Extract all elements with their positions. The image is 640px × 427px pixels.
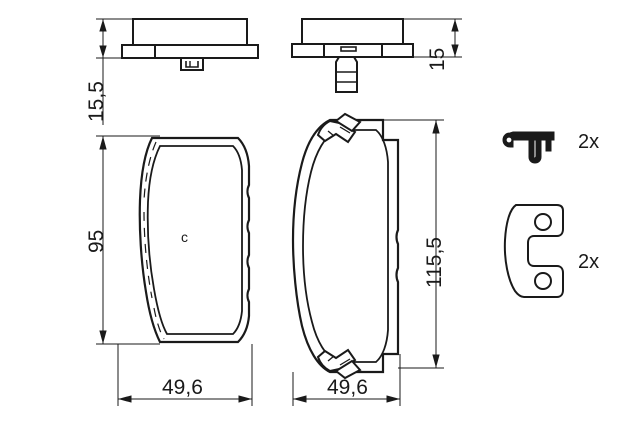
bottom-clip [316, 348, 362, 380]
dimension-label-15-5: 15,5 [85, 81, 108, 122]
dimension-label-49-6-right: 49,6 [327, 376, 368, 399]
right-pad-face-view [291, 112, 400, 380]
dimension-label-49-6-left: 49,6 [162, 376, 203, 399]
left-pad-face-view [138, 136, 251, 344]
top-clip [316, 112, 362, 144]
dimension-49-6-left [117, 344, 253, 406]
left-pad-side-view [121, 18, 259, 71]
dimension-15 [403, 18, 462, 58]
dimension-115-5 [383, 119, 444, 369]
dimension-15-5 [96, 18, 133, 125]
dimension-label-15: 15 [426, 47, 449, 71]
dimension-label-115-5: 115,5 [423, 237, 446, 288]
dimension-49-6-right [292, 354, 401, 406]
accessory-retaining-clip [502, 131, 555, 164]
right-pad-side-view [291, 18, 414, 93]
dimension-label-95: 95 [85, 229, 108, 253]
quantity-label-shim-plate: 2x [578, 251, 600, 273]
pad-center-mark: c [181, 229, 188, 245]
quantity-label-retaining-clip: 2x [578, 131, 600, 153]
accessory-shim-plate [503, 204, 564, 298]
dimension-95 [96, 135, 160, 345]
